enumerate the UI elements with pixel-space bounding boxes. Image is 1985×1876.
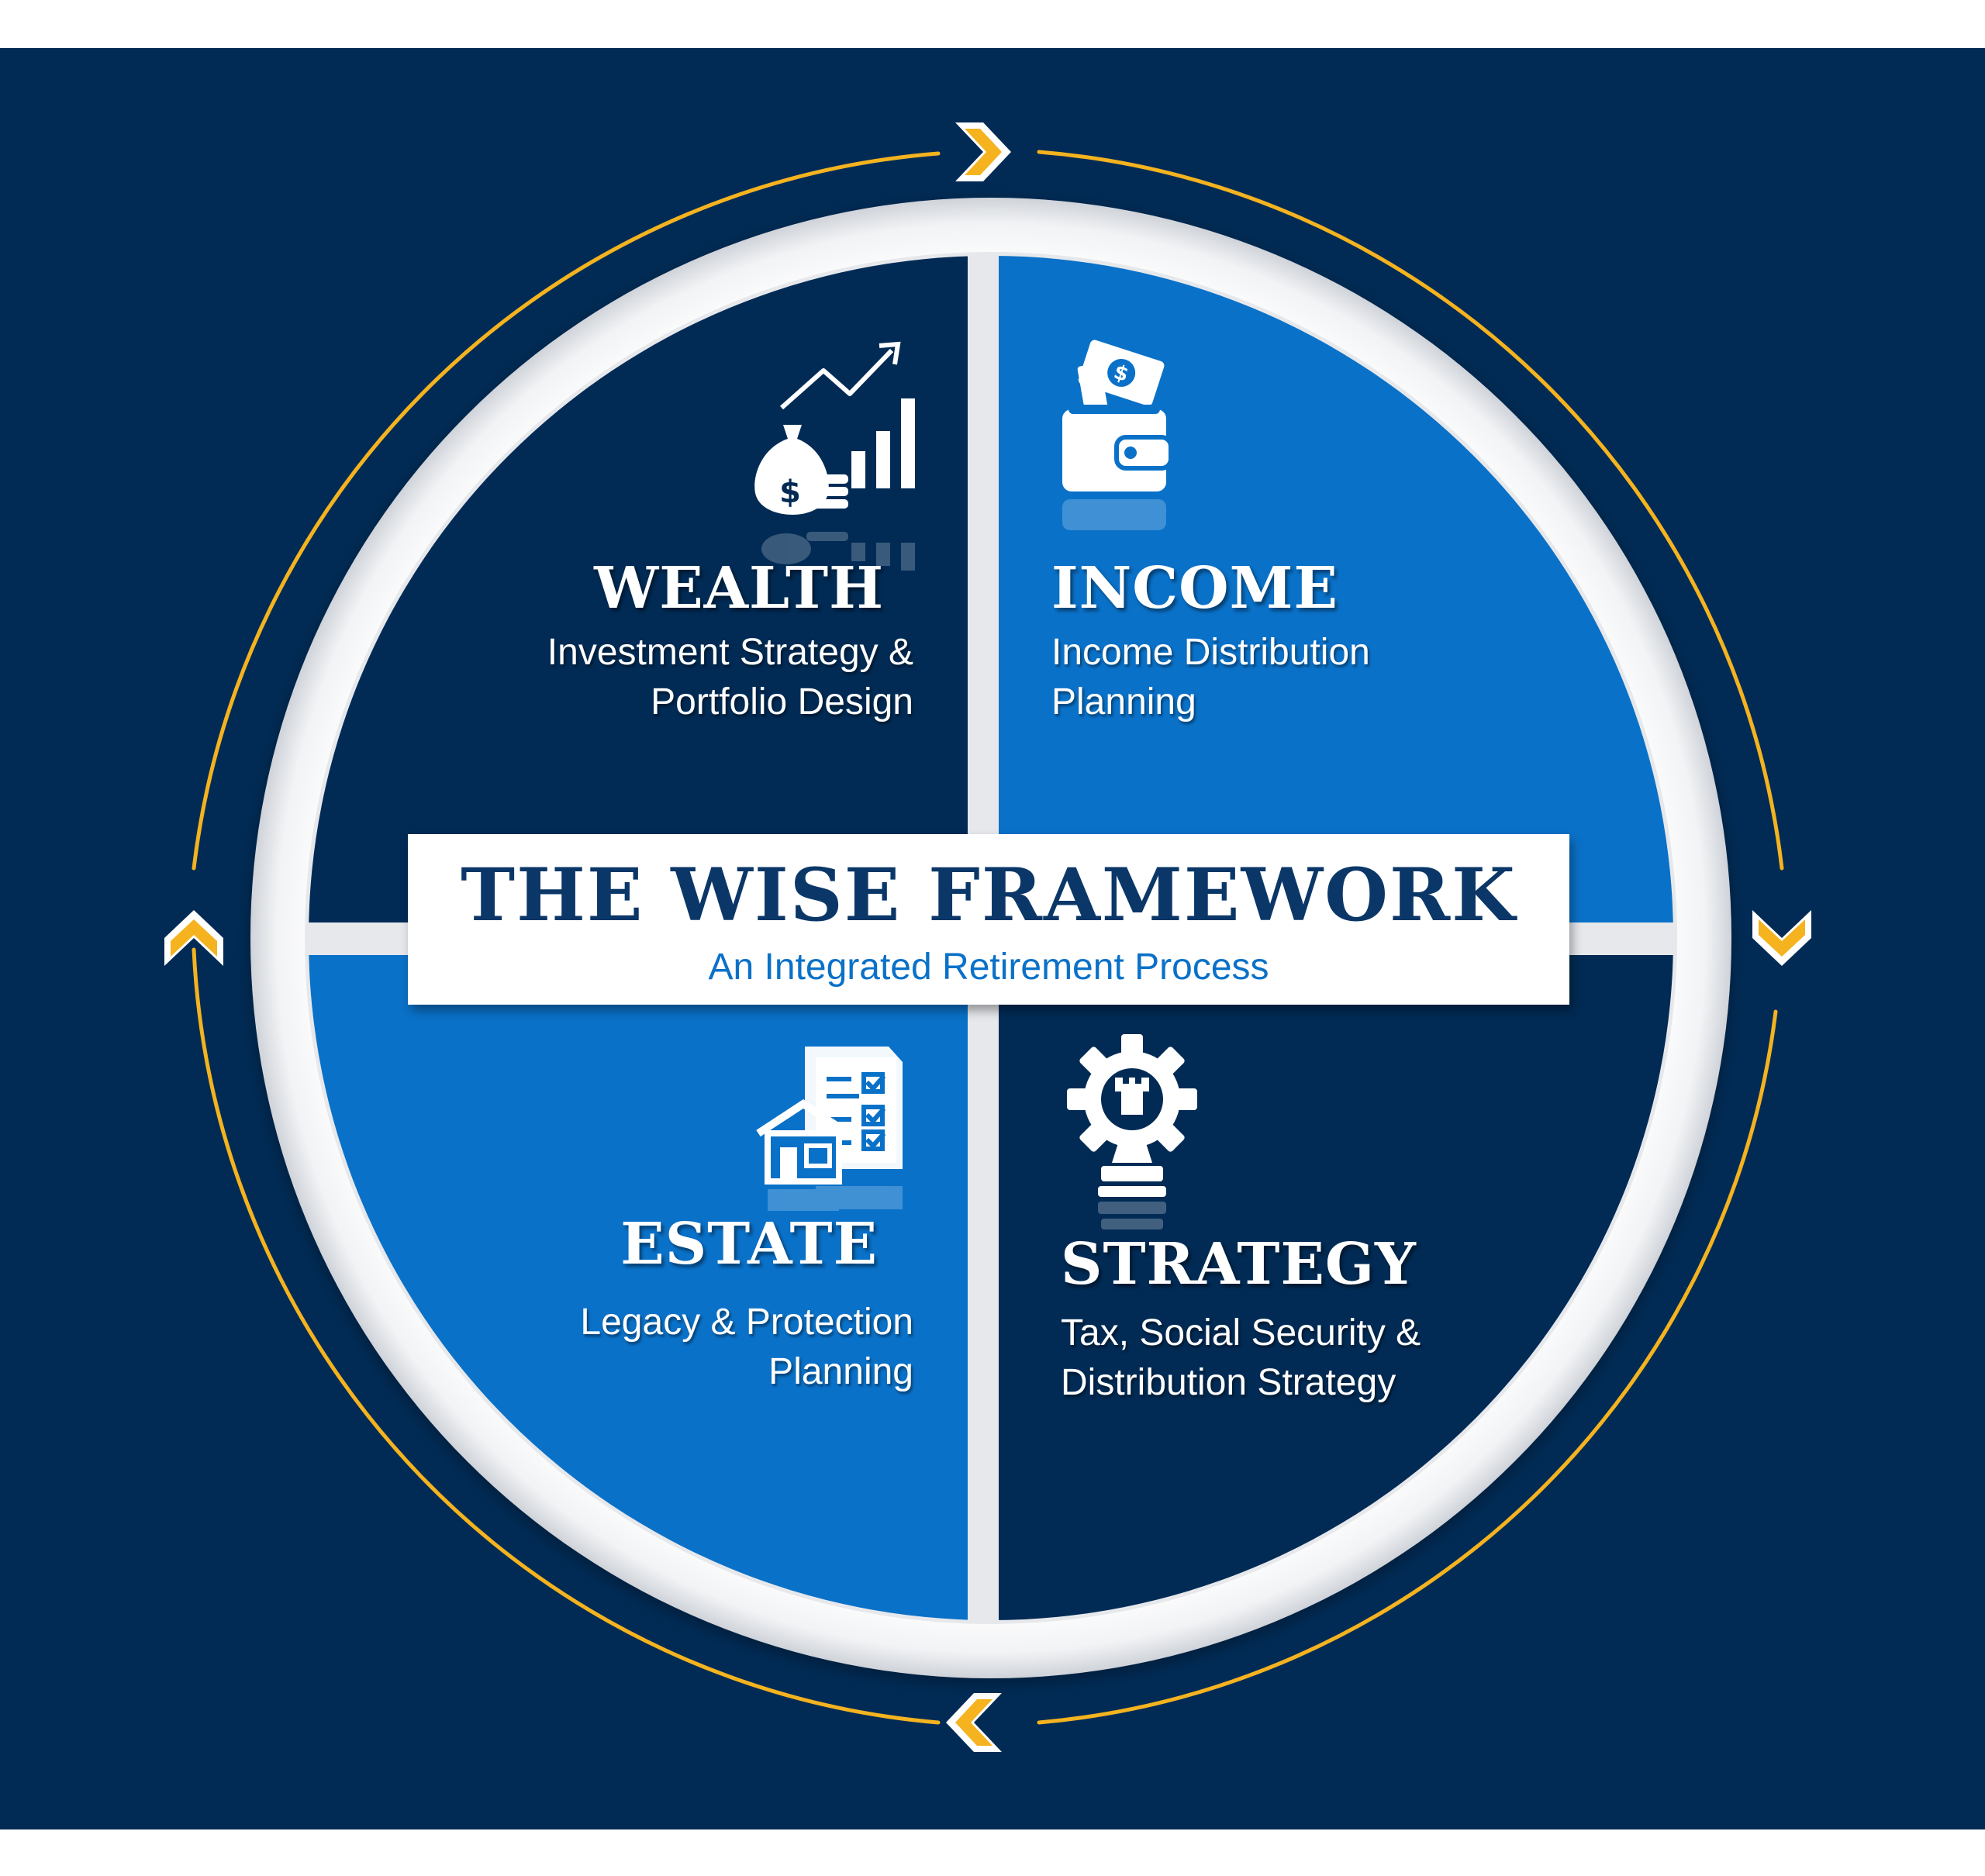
wealth-block: WEALTH Investment Strategy & Portfolio D… <box>371 560 913 727</box>
wealth-title: WEALTH <box>594 555 884 622</box>
chevron-down-icon <box>1752 910 1811 966</box>
gear-chess-rook-icon <box>1067 1034 1197 1229</box>
house-checklist-icon <box>756 1047 903 1211</box>
strategy-block: STRATEGY Tax, Social Security & Distribu… <box>1061 1236 1650 1408</box>
wallet-cash-icon: $ <box>1062 340 1173 530</box>
title-banner: THE WISE FRAMEWORK An Integrated Retirem… <box>408 834 1569 1005</box>
chevron-left-icon <box>946 1693 1002 1752</box>
cycle-arc-top-left <box>192 151 941 871</box>
cycle-arc-bottom-right <box>1037 1009 1778 1725</box>
framework-title: THE WISE FRAMEWORK <box>461 853 1517 938</box>
cycle-track <box>192 150 1784 1725</box>
income-title: INCOME <box>1051 555 1338 622</box>
strategy-line-1: Tax, Social Security & <box>1061 1312 1421 1354</box>
svg-text:$: $ <box>779 474 801 510</box>
income-line-1: Income Distribution <box>1051 632 1370 673</box>
framework-subtitle: An Integrated Retirement Process <box>708 947 1269 988</box>
income-line-2: Planning <box>1051 681 1196 722</box>
estate-title: ESTATE <box>620 1211 878 1278</box>
wealth-line-1: Investment Strategy & <box>547 632 913 673</box>
wealth-line-2: Portfolio Design <box>651 681 913 722</box>
cycle-arc-top-right <box>1037 150 1784 871</box>
cycle-arc-bottom-left <box>192 947 941 1725</box>
estate-block: ESTATE Legacy & Protection Planning <box>371 1216 913 1397</box>
estate-line-2: Planning <box>768 1351 913 1392</box>
chevron-up-icon <box>164 910 223 966</box>
income-block: INCOME Income Distribution Planning <box>1051 560 1594 727</box>
strategy-title: STRATEGY <box>1061 1231 1417 1298</box>
chevron-right-icon <box>955 122 1011 181</box>
strategy-line-2: Distribution Strategy <box>1061 1362 1396 1403</box>
money-bag-growth-chart-icon: $ <box>754 341 915 571</box>
estate-line-1: Legacy & Protection <box>580 1302 913 1343</box>
